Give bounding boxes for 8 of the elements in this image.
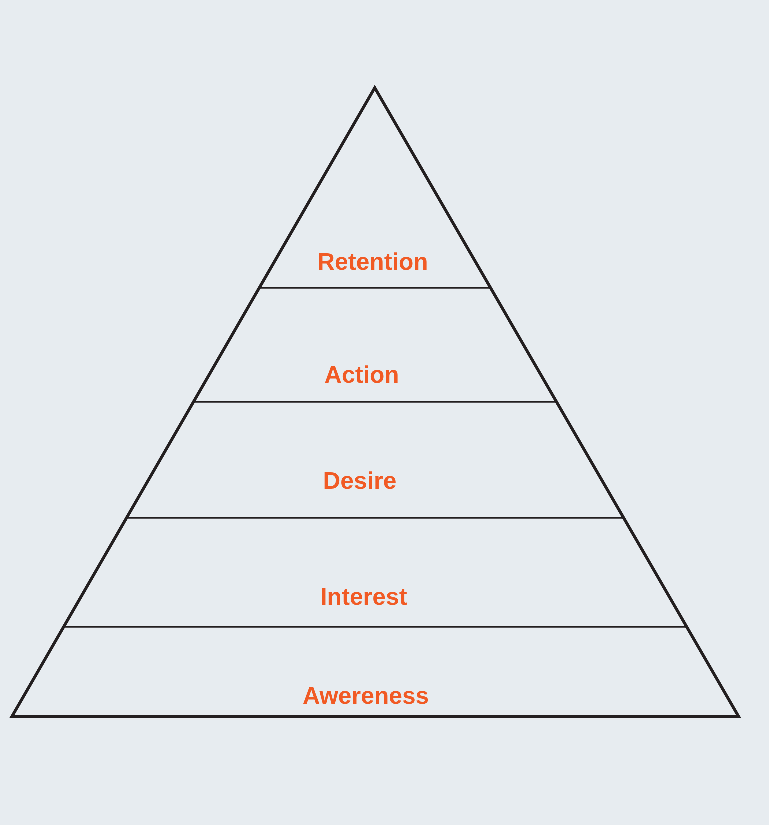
tier-label: Interest bbox=[320, 584, 408, 612]
tier-label: Action bbox=[324, 362, 400, 390]
tier-label: Desire bbox=[323, 468, 397, 496]
tier-label: Awereness bbox=[302, 684, 430, 710]
pyramid-tier bbox=[126, 402, 624, 518]
tier-label: Retention bbox=[318, 250, 428, 276]
pyramid-tier bbox=[64, 518, 687, 627]
pyramid-tier bbox=[194, 288, 557, 402]
